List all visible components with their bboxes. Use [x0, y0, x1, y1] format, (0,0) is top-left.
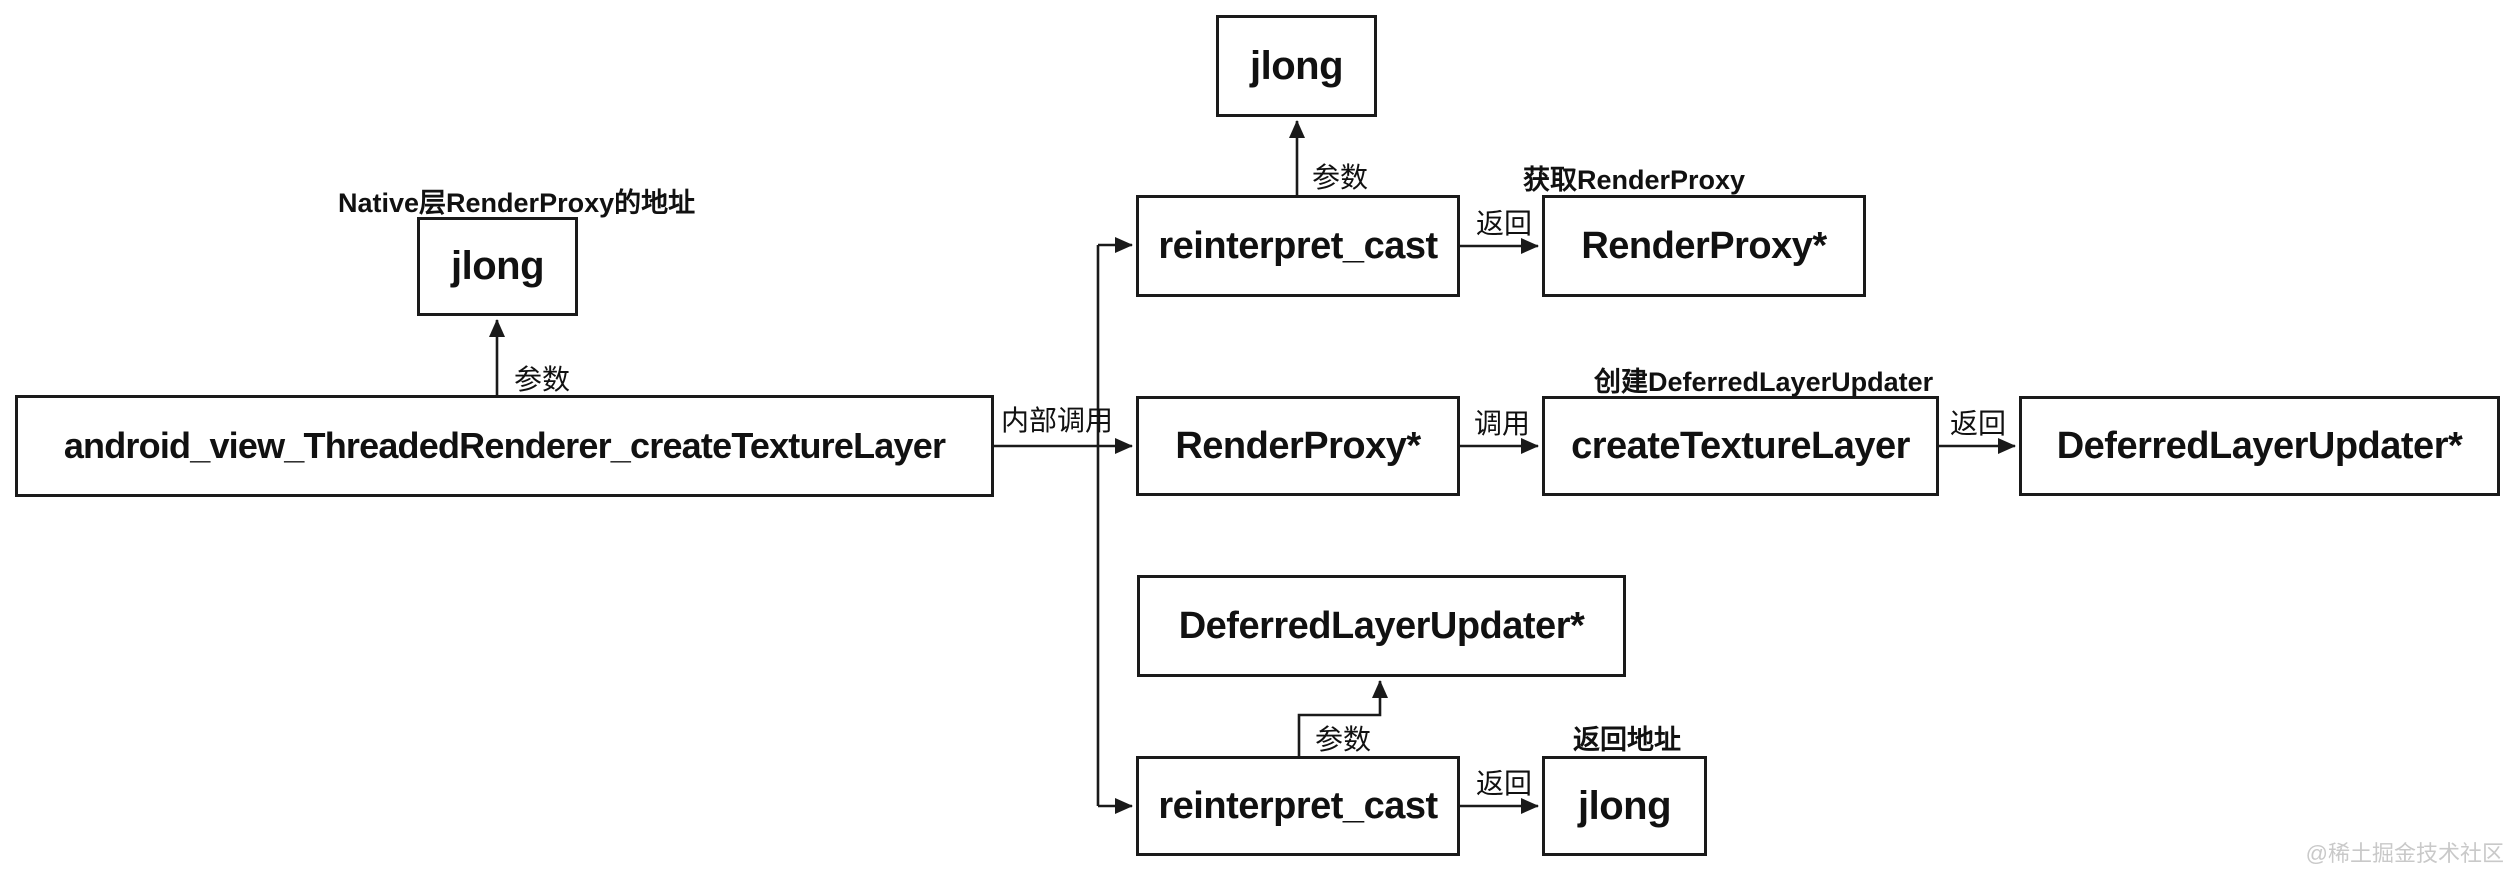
box-render-proxy-top: RenderProxy* [1542, 195, 1866, 297]
arrow-param-bottom [1297, 680, 1388, 756]
box-jlong-bottom: jlong [1542, 756, 1707, 856]
box-main-function: android_view_ThreadedRenderer_createText… [15, 395, 994, 497]
edge-label-internal-call: 内部调用 [1001, 405, 1114, 436]
annotation-return-address: 返回地址 [1573, 725, 1681, 755]
box-jlong-left: jlong [417, 217, 578, 316]
box-reinterpret-cast-bottom: reinterpret_cast [1136, 756, 1460, 856]
box-create-texture-layer: createTextureLayer [1542, 396, 1939, 496]
box-deferred-layer-updater-right: DeferredLayerUpdater* [2019, 396, 2500, 496]
edge-label-return-top: 返回 [1476, 208, 1533, 239]
annotation-native-renderproxy-address: Native层RenderProxy的地址 [338, 188, 696, 218]
edge-label-return-mid: 返回 [1950, 408, 2007, 439]
box-reinterpret-cast-top: reinterpret_cast [1136, 195, 1460, 297]
annotation-create-deferred-layer-updater: 创建DeferredLayerUpdater [1594, 367, 1934, 397]
box-render-proxy-mid: RenderProxy* [1136, 396, 1460, 496]
edge-label-param-bottom: 参数 [1315, 724, 1372, 755]
watermark: @稀土掘金技术社区 [2305, 841, 2504, 866]
edge-label-param-top: 参数 [1312, 162, 1369, 193]
box-deferred-layer-updater-mid: DeferredLayerUpdater* [1137, 575, 1626, 677]
annotation-get-renderproxy: 获取RenderProxy [1523, 165, 1746, 195]
box-jlong-top: jlong [1216, 15, 1377, 117]
edge-label-return-bottom: 返回 [1476, 768, 1533, 799]
edge-label-call-mid: 调用 [1474, 408, 1531, 439]
edge-label-param-left: 参数 [514, 364, 571, 395]
